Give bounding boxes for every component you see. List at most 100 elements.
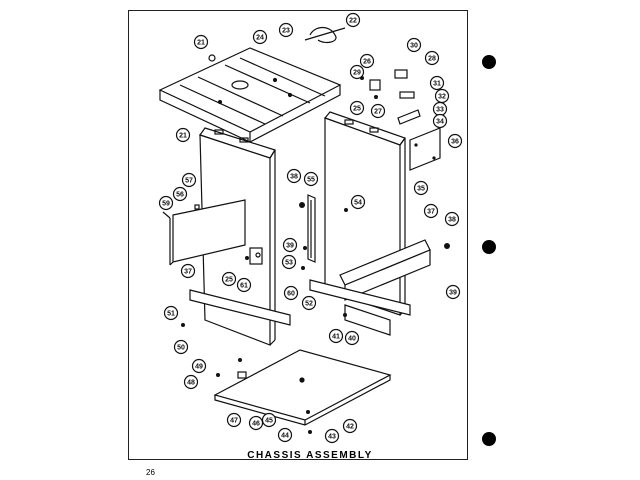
callout-bubble [261,412,277,428]
callout-label: 37 [427,209,435,216]
callout-label: 59 [162,201,170,208]
callout-label: 52 [305,301,313,308]
callout-label: 39 [286,243,294,250]
lower-channels [189,279,411,336]
small-parts-cluster [208,26,421,125]
callout-c48: 48 [183,374,199,390]
callout-c22: 22 [345,12,361,28]
callout-c34: 34 [432,113,448,129]
callout-c24: 24 [252,29,268,45]
callout-bubble [444,211,460,227]
callout-label: 51 [167,311,175,318]
callout-label: 39 [449,290,457,297]
callout-bubble [191,358,207,374]
callout-bubble [248,415,264,431]
callout-label: 34 [436,119,444,126]
callout-label: 60 [287,291,295,298]
callout-c36: 36 [447,133,463,149]
callout-bubble [172,186,188,202]
callout-bubble [359,53,375,69]
callout-c21a: 21 [193,34,209,50]
callout-c25: 25 [349,100,365,116]
callout-c26: 26 [359,53,375,69]
callout-bubble [301,295,317,311]
callout-bubble [447,133,463,149]
callout-c38b: 38 [444,211,460,227]
callout-label: 38 [290,174,298,181]
callout-label: 56 [176,192,184,199]
callout-label: 27 [374,109,382,116]
callout-c47: 47 [226,412,242,428]
callout-c21b: 21 [175,127,191,143]
callout-bubble [163,305,179,321]
callout-bubble [183,374,199,390]
callout-bubble [429,75,445,91]
callout-bubble [370,103,386,119]
callout-bubble [350,194,366,210]
callout-bubble [236,277,252,293]
callout-c45: 45 [261,412,277,428]
callout-bubble [281,254,297,270]
callout-c54: 54 [350,194,366,210]
binder-hole-top [482,55,496,69]
callout-c41: 41 [328,328,344,344]
callout-label: 37 [184,269,192,276]
callout-c39a: 39 [282,237,298,253]
callout-label: 24 [256,35,264,42]
callout-label: 47 [230,418,238,425]
front-cross-rail [339,239,431,301]
callout-c57: 57 [181,172,197,188]
callout-label: 38 [448,217,456,224]
callout-label: 35 [417,186,425,193]
callout-bubble [445,284,461,300]
callout-bubble [303,171,319,187]
callout-bubble [282,237,298,253]
callout-bubble [342,418,358,434]
callout-label: 40 [348,336,356,343]
callout-bubble [349,100,365,116]
callout-c39b: 39 [445,284,461,300]
callout-bubble [328,328,344,344]
callout-label: 50 [177,345,185,352]
callout-label: 23 [282,28,290,35]
callout-c35: 35 [413,180,429,196]
top-plate [158,47,342,143]
callout-label: 44 [281,433,289,440]
callout-c53: 53 [281,254,297,270]
callout-c43: 43 [324,428,340,444]
callout-c28: 28 [424,50,440,66]
callout-label: 49 [195,364,203,371]
callout-c61: 61 [236,277,252,293]
callout-bubble [193,34,209,50]
callout-label: 21 [197,40,205,47]
callout-c33: 33 [432,101,448,117]
callout-c30: 30 [406,37,422,53]
callout-bubble [277,427,293,443]
callout-bubble [286,168,302,184]
callout-c52: 52 [301,295,317,311]
callout-label: 43 [328,434,336,441]
callout-c59: 59 [158,195,174,211]
callout-label: 28 [428,56,436,63]
callout-c40: 40 [344,330,360,346]
callout-bubble [324,428,340,444]
callout-bubble [180,263,196,279]
callout-label: 48 [187,380,195,387]
callout-c23: 23 [278,22,294,38]
callout-label: 26 [363,59,371,66]
left-cover-panel [162,199,246,266]
callout-c38a: 38 [286,168,302,184]
vertical-rail [307,194,316,263]
callout-label: 53 [285,260,293,267]
callout-c25b: 25 [221,271,237,287]
callout-bubble [226,412,242,428]
callout-bubble [252,29,268,45]
callout-label: 42 [346,424,354,431]
callout-c51: 51 [163,305,179,321]
callout-c46: 46 [248,415,264,431]
base-plate [213,349,392,426]
callout-c37b: 37 [180,263,196,279]
callout-label: 55 [307,177,315,184]
